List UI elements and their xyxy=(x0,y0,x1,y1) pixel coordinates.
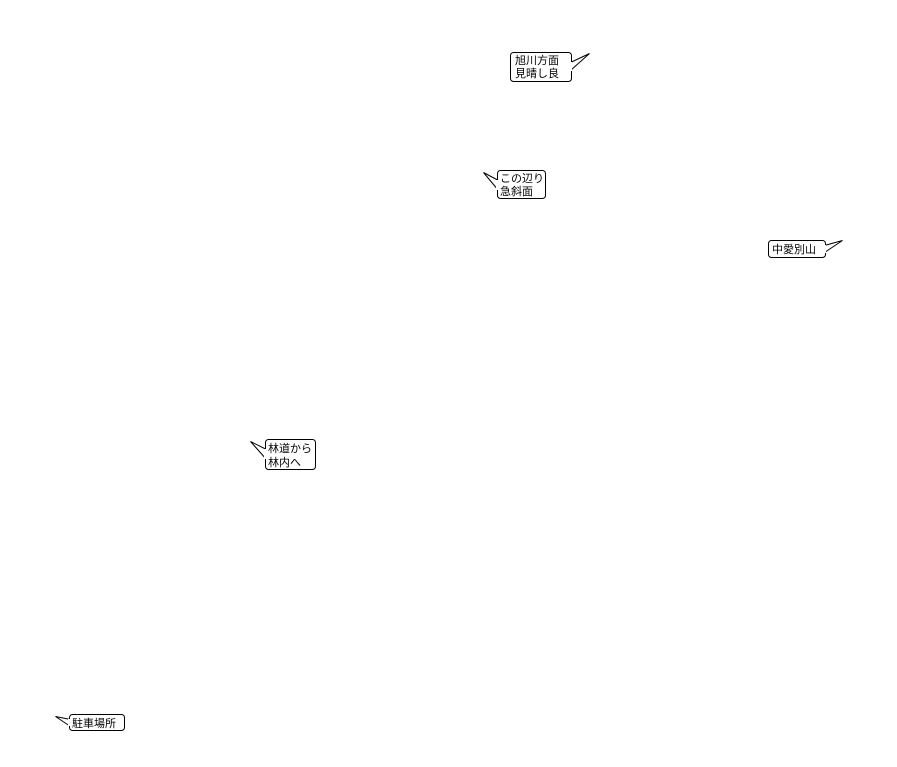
callout-pointer xyxy=(55,716,71,727)
callout-line-2: 急斜面 xyxy=(500,184,533,198)
callout-line-1: 駐車場所 xyxy=(72,716,116,730)
callout-pointer xyxy=(570,53,590,71)
callout-line-2: 見晴し良 xyxy=(515,66,559,80)
callout-pointer xyxy=(250,441,267,460)
callout-forest-road-entry: 林道から 林内へ xyxy=(250,439,316,470)
callout-line-1: この辺り xyxy=(500,172,544,185)
callout-line-2: 林内へ xyxy=(268,455,301,469)
callout-parking-lot: 駐車場所 xyxy=(55,714,125,731)
callout-line-1: 旭川方面 xyxy=(515,53,559,67)
callout-pointer xyxy=(824,240,843,253)
callout-line-1: 林道から xyxy=(268,441,312,455)
callout-asahikawa-view: 旭川方面 見晴し良 xyxy=(510,52,590,82)
callout-nakaaibetsu-mountain: 中愛別山 xyxy=(768,240,843,258)
callout-line-1: 中愛別山 xyxy=(772,243,816,256)
callout-steep-slope: この辺り 急斜面 xyxy=(483,170,546,199)
callout-pointer xyxy=(483,172,499,191)
